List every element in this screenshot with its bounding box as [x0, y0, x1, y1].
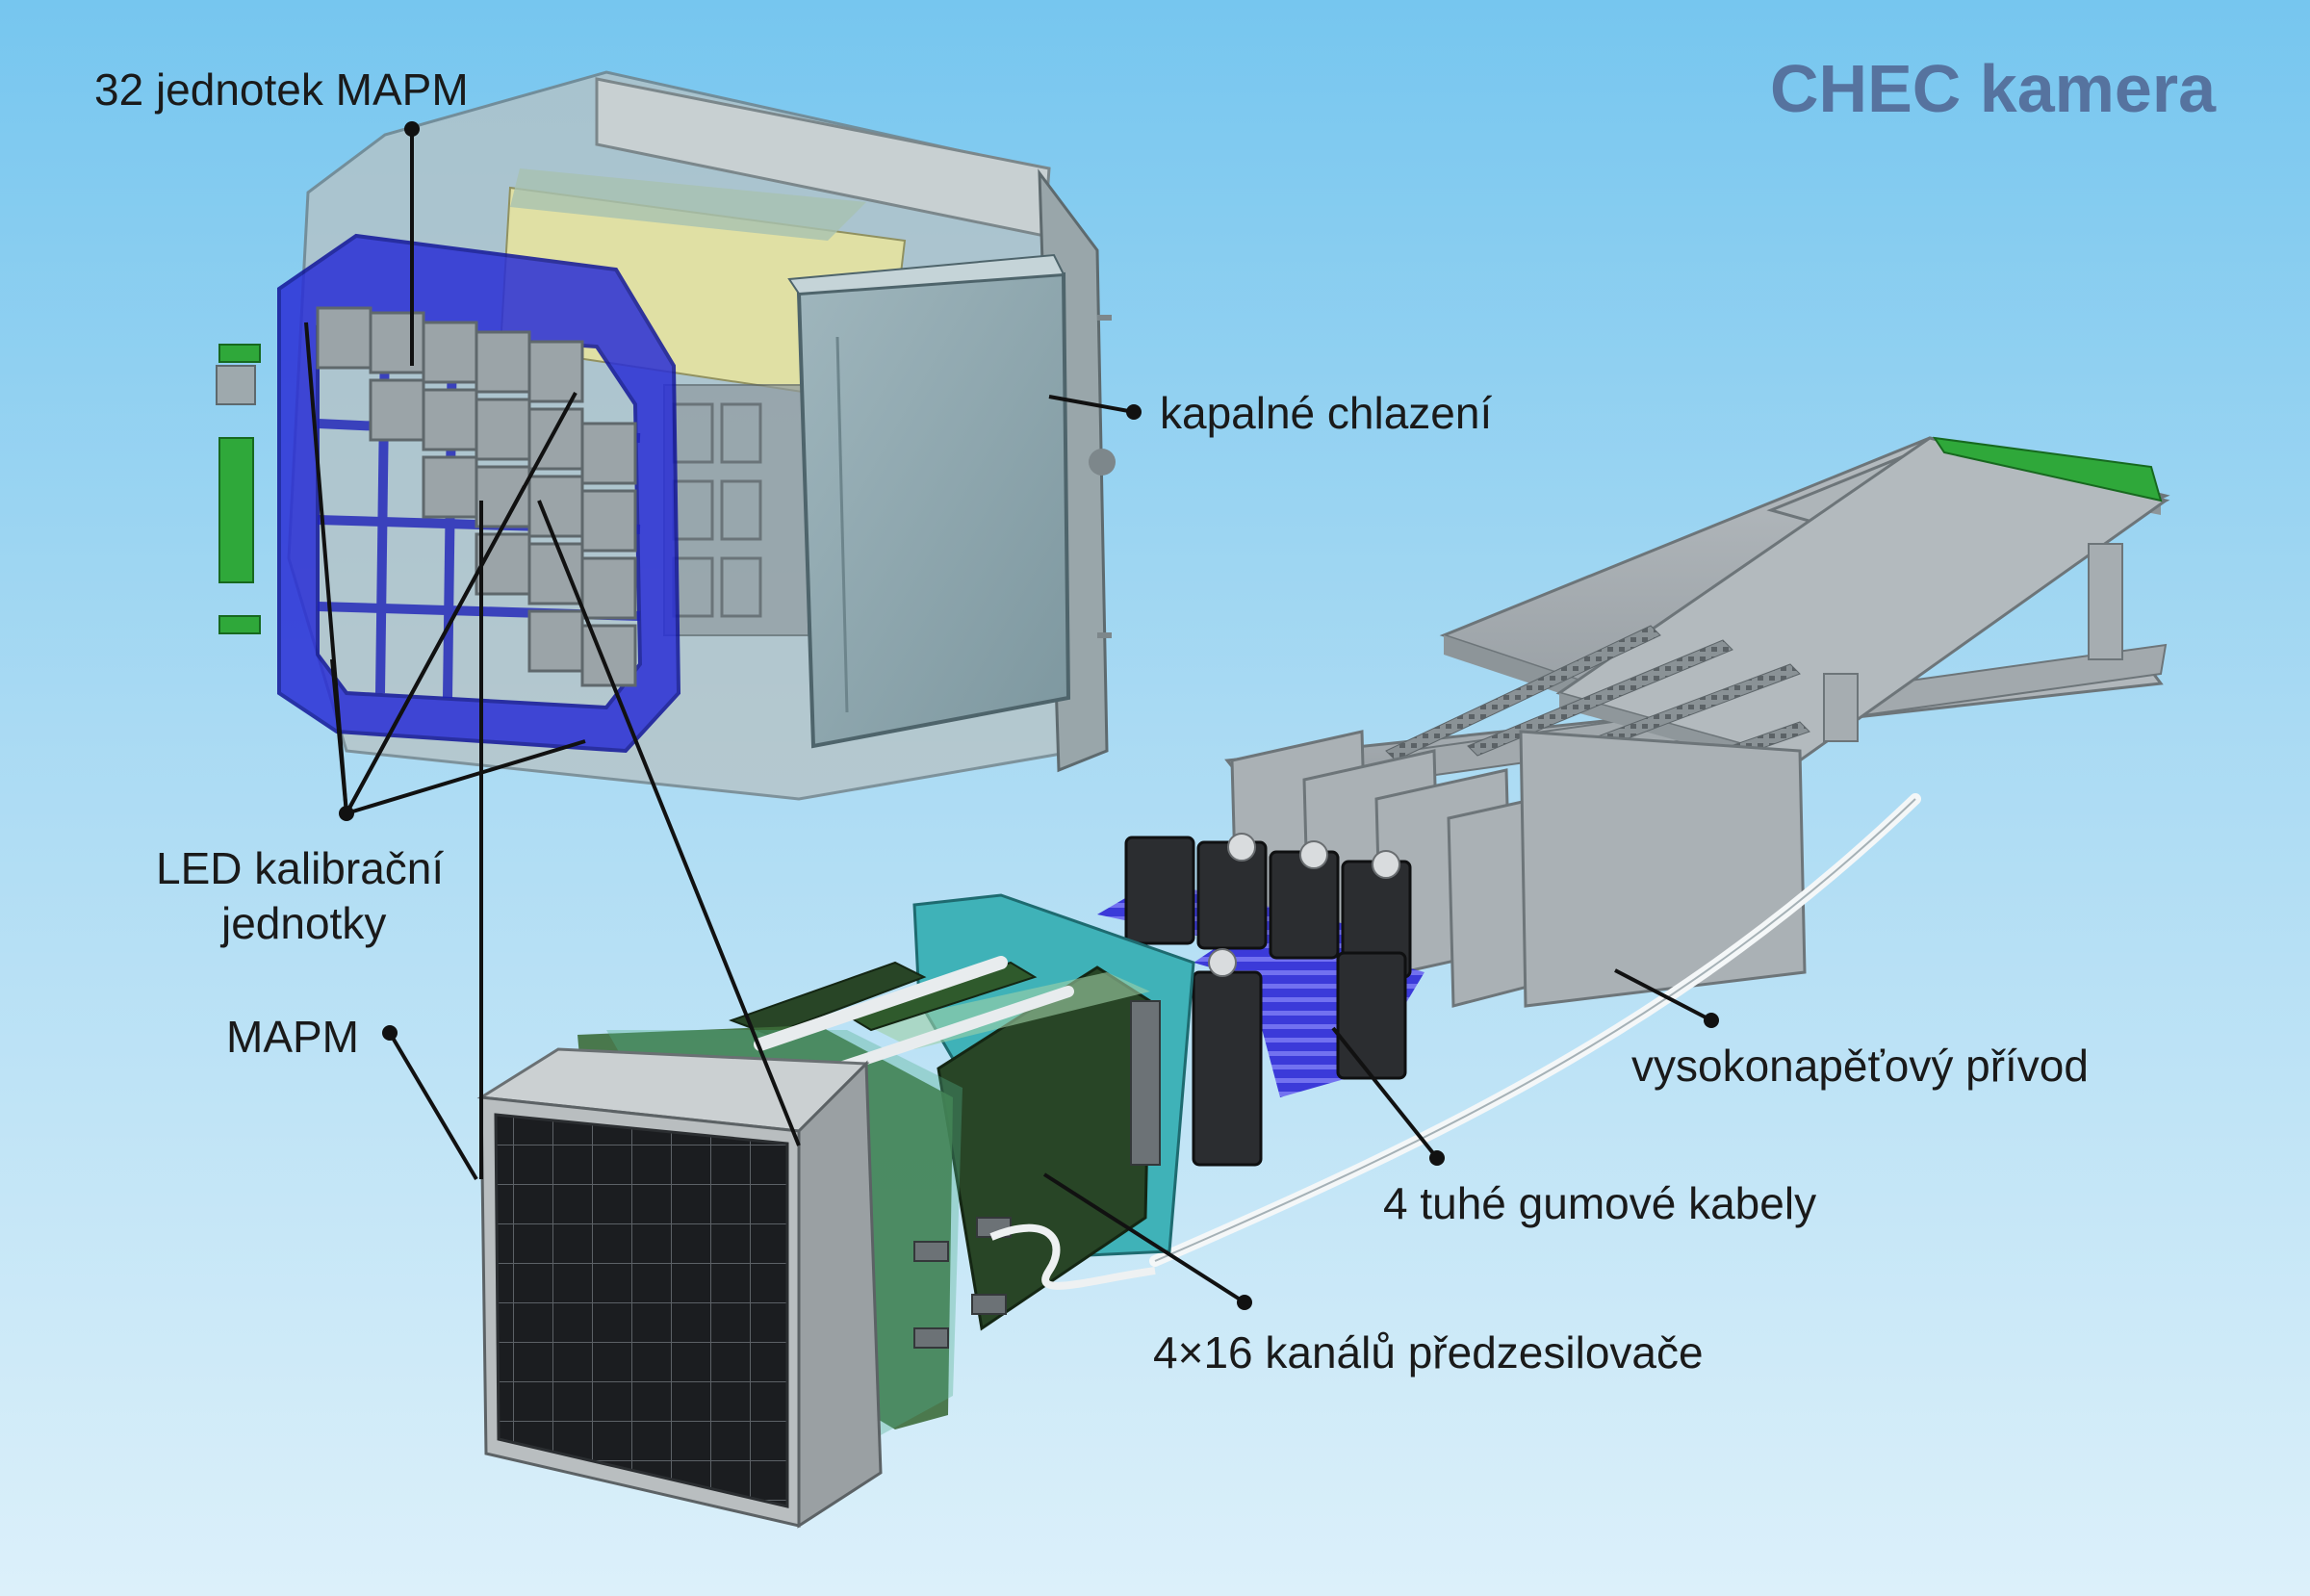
label-cooling: kapalné chlazení [1160, 388, 1493, 438]
camera-module [476, 893, 1195, 1529]
leader-dots [339, 121, 1719, 1310]
cooling-panel [796, 271, 1071, 749]
backplane-boards [1224, 436, 2170, 1008]
label-hv-feed: vysokonapěťový přívod [1631, 1041, 2089, 1091]
mapm-array [316, 306, 637, 687]
diagram-title: CHEC kamera [1770, 51, 2216, 126]
leader-lines [304, 129, 1712, 1304]
side-connectors [218, 344, 261, 634]
label-preamp: 4×16 kanálů předzesilovače [1153, 1327, 1704, 1377]
label-led-line2: jednotky [221, 898, 387, 948]
label-led-line1: LED kalibrační [156, 843, 445, 893]
label-mapm: MAPM [226, 1012, 359, 1062]
label-cables: 4 tuhé gumové kabely [1383, 1178, 1817, 1228]
label-mapm-units: 32 jednotek MAPM [94, 64, 469, 115]
camera-housing [216, 70, 1116, 801]
